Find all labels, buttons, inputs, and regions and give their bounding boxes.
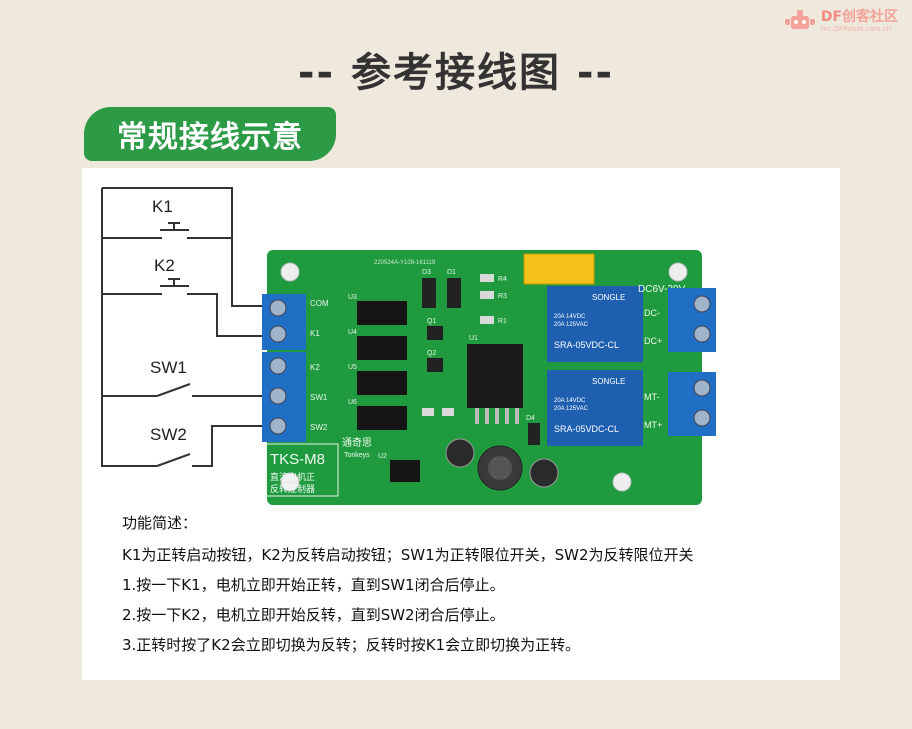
output-label-dc-minus: DC- [644,308,660,318]
part-label-d4: D4 [526,415,535,422]
description-heading: 功能简述： [122,514,198,532]
chip-u2 [390,460,420,482]
page-title: -- 参考接线图 -- [297,50,615,96]
switch-sw1 [156,383,191,397]
output-label-dc-plus: DC+ [644,336,662,346]
chip-label-u5: U5 [348,364,357,371]
chip-label-u4: U4 [348,329,357,336]
input-label-sw2: SW2 [310,423,328,432]
part-label-q2: Q2 [427,350,436,357]
output-label-mt-plus: MT+ [644,420,662,430]
voltage-regulator [467,344,523,424]
description-line: 1.按一下K1，电机立即开始正转，直到SW1闭合后停止。 [122,576,505,594]
content-card: K1 K2 SW1 SW2 220524A-Y108-161119 [82,168,840,680]
section-label: 常规接线示意 [84,107,336,161]
relay-2-spec2: 20A 125VAC [554,406,589,412]
board-name-line1: 直流电机正 [270,471,315,482]
board-name: TKS-M8 直流电机正 反转控制器 [265,443,339,497]
output-label-mt-minus: MT- [644,392,660,402]
switch-sw1-label: SW1 [150,358,187,377]
board-maker-en: Tonkeys [344,452,370,459]
relay-2-spec1: 20A 14VDC [554,398,586,404]
relay-1-spec2: 20A 125VAC [554,322,589,328]
diode-d4 [528,423,540,445]
relay-1: SONGLE 20A 14VDC 20A 125VAC SRA-05VDC-CL [547,286,643,362]
switch-sw2 [156,453,191,467]
relay-1-model: SRA-05VDC-CL [554,340,619,350]
input-terminal-block [262,294,306,442]
relay-1-brand: SONGLE [592,293,625,302]
watermark-url: mc.DFRobot.com.cn [820,24,892,33]
relay-1-spec1: 20A 14VDC [554,314,586,320]
part-label-r1: R1 [498,318,507,325]
power-label: DC6V-30V [638,284,686,295]
input-label-com: COM [310,299,329,308]
switch-sw2-label: SW2 [150,425,187,444]
watermark: DF创客社区 mc.DFRobot.com.cn [783,8,898,34]
capacitors [445,438,559,491]
chip-label-u3: U3 [348,294,357,301]
part-label-d3: D3 [422,269,431,276]
small-components [422,274,494,416]
description-line: 3.正转时按了K2会立即切换为反转；反转时按K1会立即切换为正转。 [122,636,581,654]
switch-k1 [160,222,189,239]
switch-k1-label: K1 [152,197,173,216]
wiring-diagram: K1 K2 SW1 SW2 220524A-Y108-161119 [101,187,716,505]
relay-2: SONGLE 20A 14VDC 20A 125VAC SRA-05VDC-CL [547,370,643,446]
robot-logo-icon [784,10,815,29]
motor-terminal-block [668,372,716,436]
chip-label-u6: U6 [348,399,357,406]
wiring-lines [101,187,272,467]
fuse [523,253,595,285]
input-label-k2: K2 [310,363,320,372]
description-line: 2.按一下K2，电机立即开始反转，直到SW2闭合后停止。 [122,606,505,624]
board-serial: 220524A-Y108-161119 [374,260,436,266]
watermark-brand: DF创客社区 [820,8,898,25]
description-line: K1为正转启动按钮，K2为反转启动按钮；SW1为正转限位开关，SW2为反转限位开… [122,546,694,564]
optocoupler-chips [357,301,407,430]
relay-2-model: SRA-05VDC-CL [554,424,619,434]
part-label-q1: Q1 [427,318,436,325]
part-label-d1: D1 [447,269,456,276]
chip-label-u2: U2 [378,453,387,460]
switch-k2 [160,278,189,287]
chip-label-u1: U1 [469,335,478,342]
switch-k2-label: K2 [154,256,175,275]
board-name-line2: 反转控制器 [270,483,315,494]
relay-2-brand: SONGLE [592,377,625,386]
input-label-k1: K1 [310,329,320,338]
board-model: TKS-M8 [270,451,325,468]
board-maker-cn: 通奇思 [342,436,372,449]
part-label-r4: R4 [498,276,507,283]
pcb-board: 220524A-Y108-161119 COM K1 K2 SW1 SW2 [262,250,716,505]
input-label-sw1: SW1 [310,393,328,402]
power-terminal-block [668,288,716,352]
part-label-r3: R3 [498,293,507,300]
function-description: 功能简述： K1为正转启动按钮，K2为反转启动按钮；SW1为正转限位开关，SW2… [122,508,832,660]
